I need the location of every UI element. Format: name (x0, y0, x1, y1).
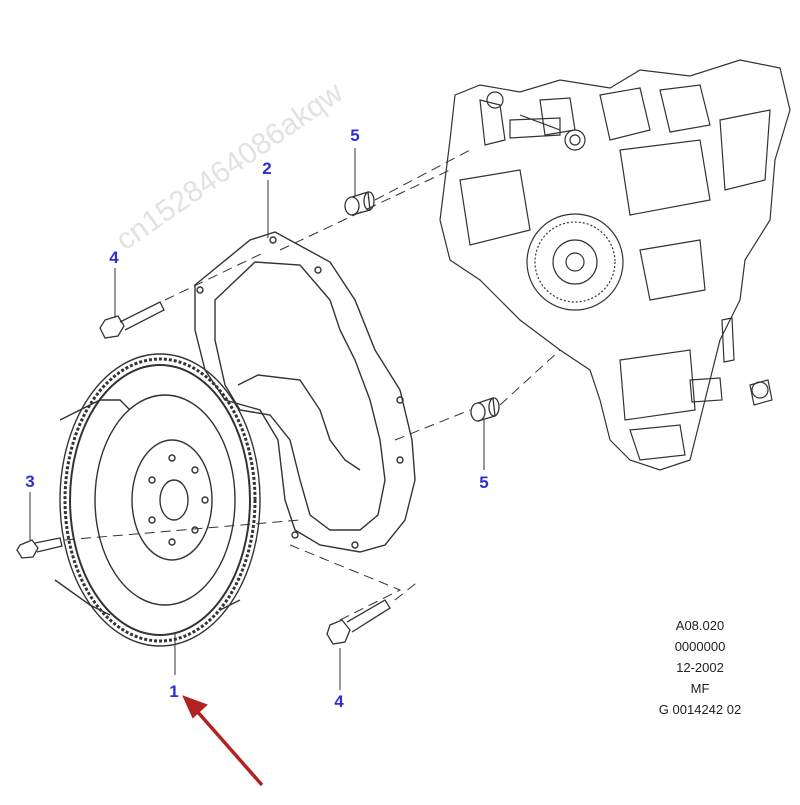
engine-block (439, 59, 791, 471)
arrow-icon (182, 695, 264, 787)
callout-adapter-plate: 2 (262, 159, 272, 178)
callout-dowel-lower: 5 (479, 473, 489, 492)
adapter-plate (194, 231, 416, 553)
reference-line-2: 0000000 (674, 639, 726, 654)
dowel-5-lower (470, 397, 500, 422)
alignment-lines (64, 149, 561, 621)
callout-plate-bolt-lower: 4 (334, 692, 344, 711)
bolt-4-lower (326, 599, 391, 645)
bolt-4-upper (99, 301, 165, 339)
callout-plate-bolt-upper: 4 (109, 248, 119, 267)
callout-dowel-upper: 5 (350, 126, 360, 145)
reference-line-4: MF (690, 681, 710, 696)
callout-flywheel-bolt: 3 (25, 472, 35, 491)
bolt-3 (16, 537, 63, 559)
leader-lines (29, 148, 485, 690)
reference-line-3: 12-2002 (676, 660, 724, 675)
reference-line-1: A08.020 (675, 618, 725, 633)
reference-line-5: G 0014242 02 (658, 702, 742, 717)
callout-flywheel: 1 (169, 682, 179, 701)
dowel-5-upper (344, 191, 375, 216)
flywheel (54, 353, 261, 647)
